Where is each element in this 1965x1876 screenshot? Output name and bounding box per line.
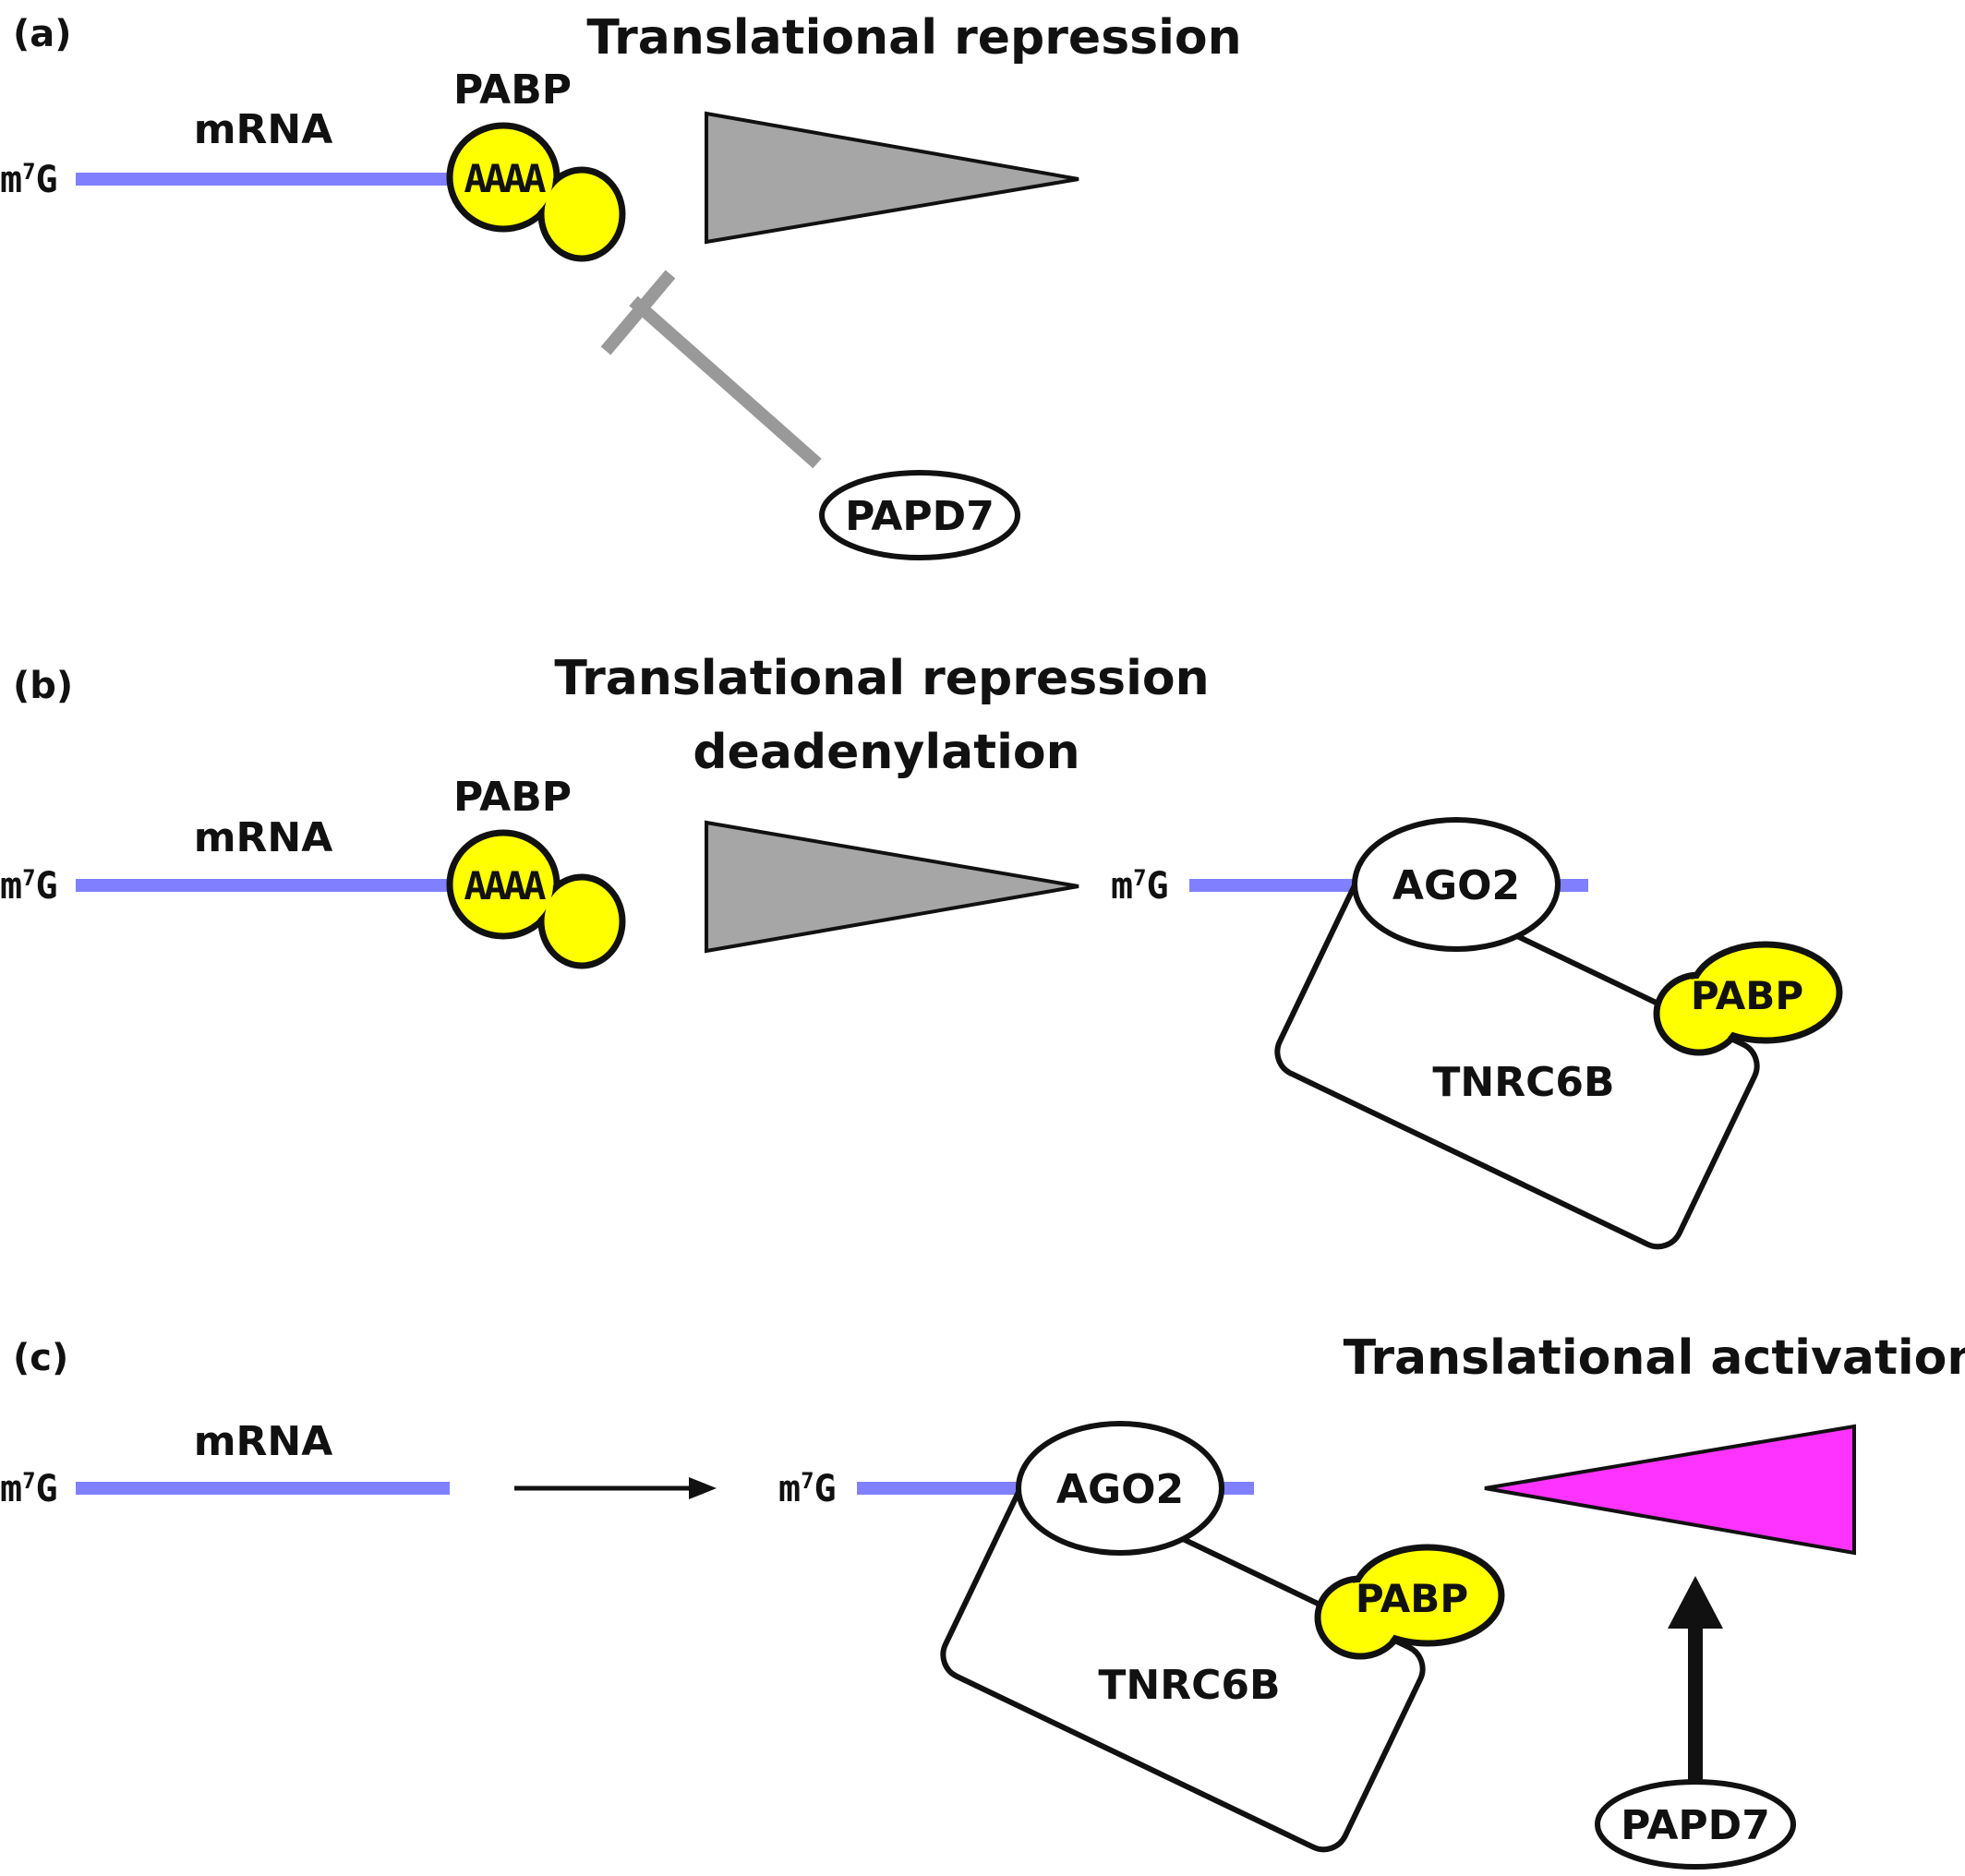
- panel-a-papd7-label: PAPD7: [845, 493, 995, 540]
- panel-b-cap2: m7G: [1111, 865, 1169, 908]
- panel-c-mrna-label: mRNA: [194, 1418, 333, 1465]
- panel-a-label: (a): [13, 13, 72, 55]
- panel-a-inhibition-bar: [600, 270, 676, 355]
- panel-a-mrna-label: mRNA: [194, 106, 333, 153]
- panel-c-transition-arrowhead: [689, 1477, 717, 1499]
- panel-b-title-line2: deadenylation: [693, 725, 1079, 780]
- panel-b-ago2-label: AGO2: [1392, 862, 1520, 909]
- panel-c-cap2: m7G: [778, 1468, 837, 1510]
- panel-c-cap: m7G: [0, 1468, 58, 1510]
- panel-c-pabp-complex-blob: [1314, 1544, 1505, 1660]
- panel-b-tnrc6b-label: TNRC6B: [1432, 1059, 1614, 1106]
- panel-b-polya: AAAA: [464, 863, 546, 908]
- panel-a: (a) Translational repression mRNA m7G PA…: [0, 10, 1242, 560]
- panel-b-cap: m7G: [0, 865, 58, 908]
- panel-b-pabp-complex-blob: [1653, 941, 1843, 1056]
- panel-a-inhibition-line: [629, 295, 822, 469]
- panel-a-title: Translational repression: [586, 10, 1241, 66]
- panel-b-ago2-node: [1352, 817, 1561, 952]
- panel-a-polya: AAAA: [464, 156, 546, 201]
- panel-c-ago2-label: AGO2: [1056, 1466, 1184, 1513]
- panel-c-papd7-node: [1595, 1779, 1796, 1870]
- panel-c-label: (c): [13, 1337, 68, 1379]
- panel-c: (c) Translational activation mRNA m7G m7…: [0, 1330, 1965, 1870]
- panel-c-activation-arrowhead: [1668, 1576, 1723, 1629]
- panel-a-pabp-label: PABP: [453, 66, 572, 114]
- panel-b-tnrc6b-box: [1274, 868, 1760, 1250]
- panel-c-pabp-complex-label: PABP: [1356, 1576, 1468, 1621]
- panel-c-papd7-label: PAPD7: [1621, 1802, 1770, 1849]
- panel-a-cap: m7G: [0, 159, 58, 201]
- panel-b-label: (b): [13, 665, 73, 707]
- panel-b-pabp-polya-blob: [446, 829, 626, 969]
- panel-c-activation-wedge: [1484, 1424, 1856, 1556]
- panel-b-title-line1: Translational repression: [554, 651, 1209, 706]
- panel-b-pabp-label: PABP: [453, 774, 572, 821]
- panel-a-repression-wedge: [705, 111, 1079, 245]
- panel-b-pabp-complex-label: PABP: [1691, 973, 1803, 1018]
- panel-c-tnrc6b-box: [940, 1471, 1426, 1853]
- panel-b-repression-wedge: [705, 820, 1079, 954]
- panel-c-tnrc6b-label: TNRC6B: [1098, 1662, 1280, 1709]
- panel-a-papd7-node: [819, 470, 1020, 560]
- panel-b-mrna-label: mRNA: [194, 814, 333, 861]
- panel-a-pabp-polya-blob: [446, 122, 626, 262]
- panel-c-title: Translational activation: [1344, 1330, 1965, 1386]
- panel-c-ago2-node: [1016, 1421, 1224, 1556]
- panel-b: (b) Translational repression deadenylati…: [0, 651, 1843, 1250]
